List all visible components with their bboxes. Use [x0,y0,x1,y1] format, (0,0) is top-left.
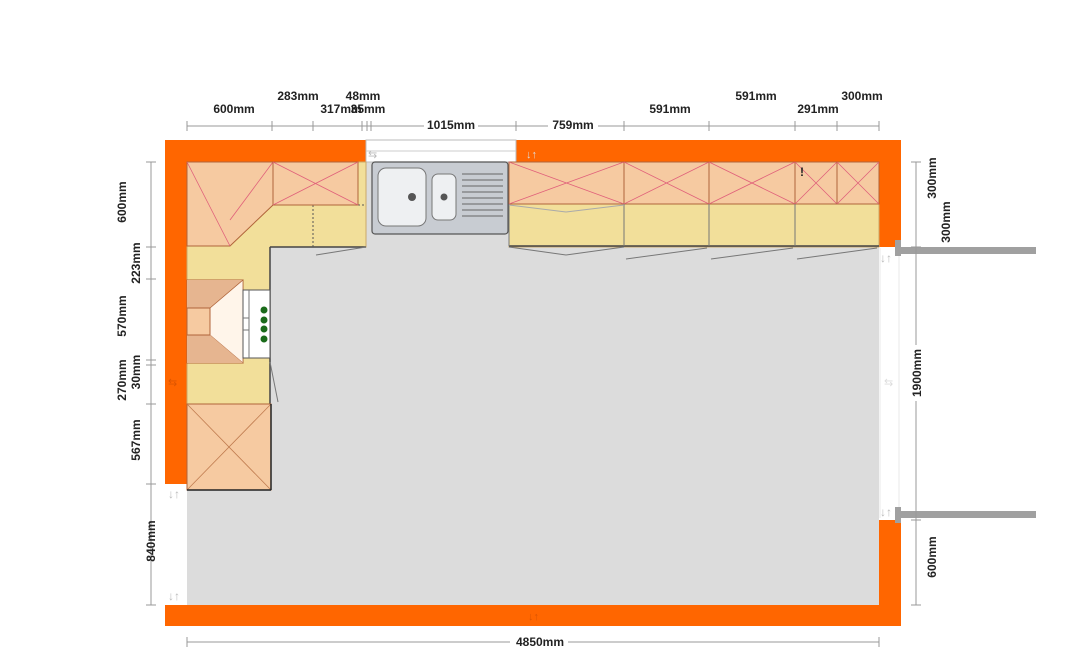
dim-label-291: 291mm [797,102,838,116]
door-rod-top [901,247,1036,254]
sink-drain-icon [440,193,448,201]
cabinet-cross [836,161,880,205]
base-cabinet-doors [269,204,878,403]
door-arrow-icon: ↓↑ [880,505,892,519]
dim-label-left-600: 600mm [115,181,129,222]
sink-basin-large [377,167,427,227]
door-arrow-icon: ↓↑ [168,589,180,603]
left-dimension-line [146,161,156,606]
wall-cabinet-row-right: ! [508,161,880,205]
window-arrow-icon: ⇆ [368,149,377,161]
drainer-ribs [462,173,503,217]
hob-burner-icon [260,316,268,324]
dim-label-right-300b: 300mm [939,201,953,242]
dim-label-1015: 1015mm [427,118,475,132]
hob-burner-icon [260,325,268,333]
dim-label-left-270: 270mm [115,359,129,400]
wall-arrow-icon: ↓↑ [528,611,539,623]
dim-label-bottom-4850: 4850mm [516,635,564,649]
cabinet-cross [623,161,710,205]
window-arrow-icon: ↓↑ [526,149,537,161]
cabinet-cross [794,161,838,205]
dim-label-right-300a: 300mm [925,157,939,198]
door-rod-bottom [901,511,1036,518]
dim-label-left-223: 223mm [129,242,143,283]
dim-label-591: 591mm [649,102,690,116]
corner-cabinet[interactable] [186,161,274,247]
dim-label-317: 317mm [320,102,361,116]
cabinet-cross [186,161,231,247]
door-rod-top [895,240,901,256]
cabinet-cross [272,161,359,206]
dim-label-283: 283mm [277,89,318,103]
left-door-opening[interactable] [165,484,187,605]
dim-label-759: 759mm [552,118,593,132]
right-door-opening[interactable] [879,247,901,520]
dim-label-300-upper: 300mm [841,89,882,103]
door-arrow-icon: ↓↑ [168,487,180,501]
cabinet-cross [508,161,625,205]
tall-cabinet[interactable] [186,403,272,491]
double-sink[interactable] [371,161,509,235]
cabinet-cross [708,161,796,205]
hob[interactable] [242,289,271,359]
dim-label-48: 48mm [346,89,381,103]
door-rod-bottom [895,507,901,523]
bottom-dimension-line [186,634,880,650]
dim-label-35: 35mm [351,102,386,116]
dim-label-left-840: 840mm [144,520,158,561]
wall-arrow-icon: ⇆ [168,377,177,389]
hob-burner-icon [260,306,268,314]
cabinet-cross [229,161,274,221]
info-marker-icon: ! [800,165,804,179]
dim-label-600: 600mm [213,102,254,116]
hob-burner-icon [260,335,268,343]
dim-label-left-570: 570mm [115,295,129,336]
cooker-hood[interactable] [186,279,244,364]
dim-label-left-30: 30mm [129,355,143,390]
door-arrow-icon: ↓↑ [880,251,892,265]
dim-label-left-567: 567mm [129,419,143,460]
wall-arrow-icon: ⇆ [884,377,893,389]
dim-label-right-600: 600mm [925,536,939,577]
dim-label-591-upper: 591mm [735,89,776,103]
dim-label-right-1900: 1900mm [910,349,924,397]
top-dimension-line [186,101,880,134]
sink-drain-icon [408,193,416,201]
